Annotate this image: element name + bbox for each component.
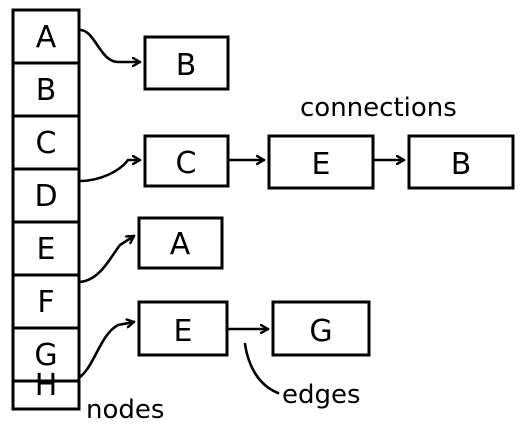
- edge-d-to-c: [78, 160, 142, 183]
- annotation-edges-pointer: [243, 342, 280, 395]
- list-box-a-1: [143, 35, 230, 91]
- list-label-a-1: B: [176, 48, 197, 83]
- list-box-d-2: [267, 134, 375, 190]
- adjacency-row-a: B: [78, 28, 230, 91]
- node-label-c: C: [36, 126, 57, 161]
- node-cell-f: [11, 273, 81, 330]
- adjacency-row-f: A: [78, 216, 224, 284]
- list-label-h-1: E: [174, 314, 193, 349]
- annotation-nodes: nodes: [86, 395, 164, 425]
- list-label-d-3: B: [451, 147, 472, 182]
- edge-h-to-e: [78, 322, 136, 379]
- node-label-h: H: [35, 368, 58, 403]
- node-label-g: G: [34, 338, 57, 373]
- list-box-h-2: [271, 300, 371, 357]
- edge-f-to-a: [78, 234, 136, 284]
- node-column: A B C D E F G H: [11, 8, 81, 411]
- list-box-h-1: [137, 300, 229, 357]
- edge-a-to-b: [78, 28, 142, 62]
- list-label-h-2: G: [309, 314, 332, 349]
- list-box-d-3: [407, 134, 515, 190]
- node-cell-d: [11, 167, 81, 224]
- node-label-f: F: [37, 285, 54, 320]
- annotation-edges: edges: [282, 380, 361, 410]
- node-label-b: B: [36, 73, 57, 108]
- annotation-connections: connections: [300, 93, 457, 123]
- adjacency-row-h: E G: [78, 300, 371, 379]
- list-label-d-2: E: [312, 147, 331, 182]
- node-label-a: A: [36, 20, 57, 55]
- node-label-e: E: [37, 232, 56, 267]
- node-cell-h: [11, 379, 81, 411]
- list-box-f-1: [137, 216, 224, 270]
- list-label-d-1: C: [176, 146, 197, 181]
- node-label-d: D: [34, 179, 57, 214]
- list-label-f-1: A: [170, 227, 191, 262]
- adjacency-row-d: C E B: [78, 134, 515, 190]
- list-box-d-1: [143, 134, 230, 188]
